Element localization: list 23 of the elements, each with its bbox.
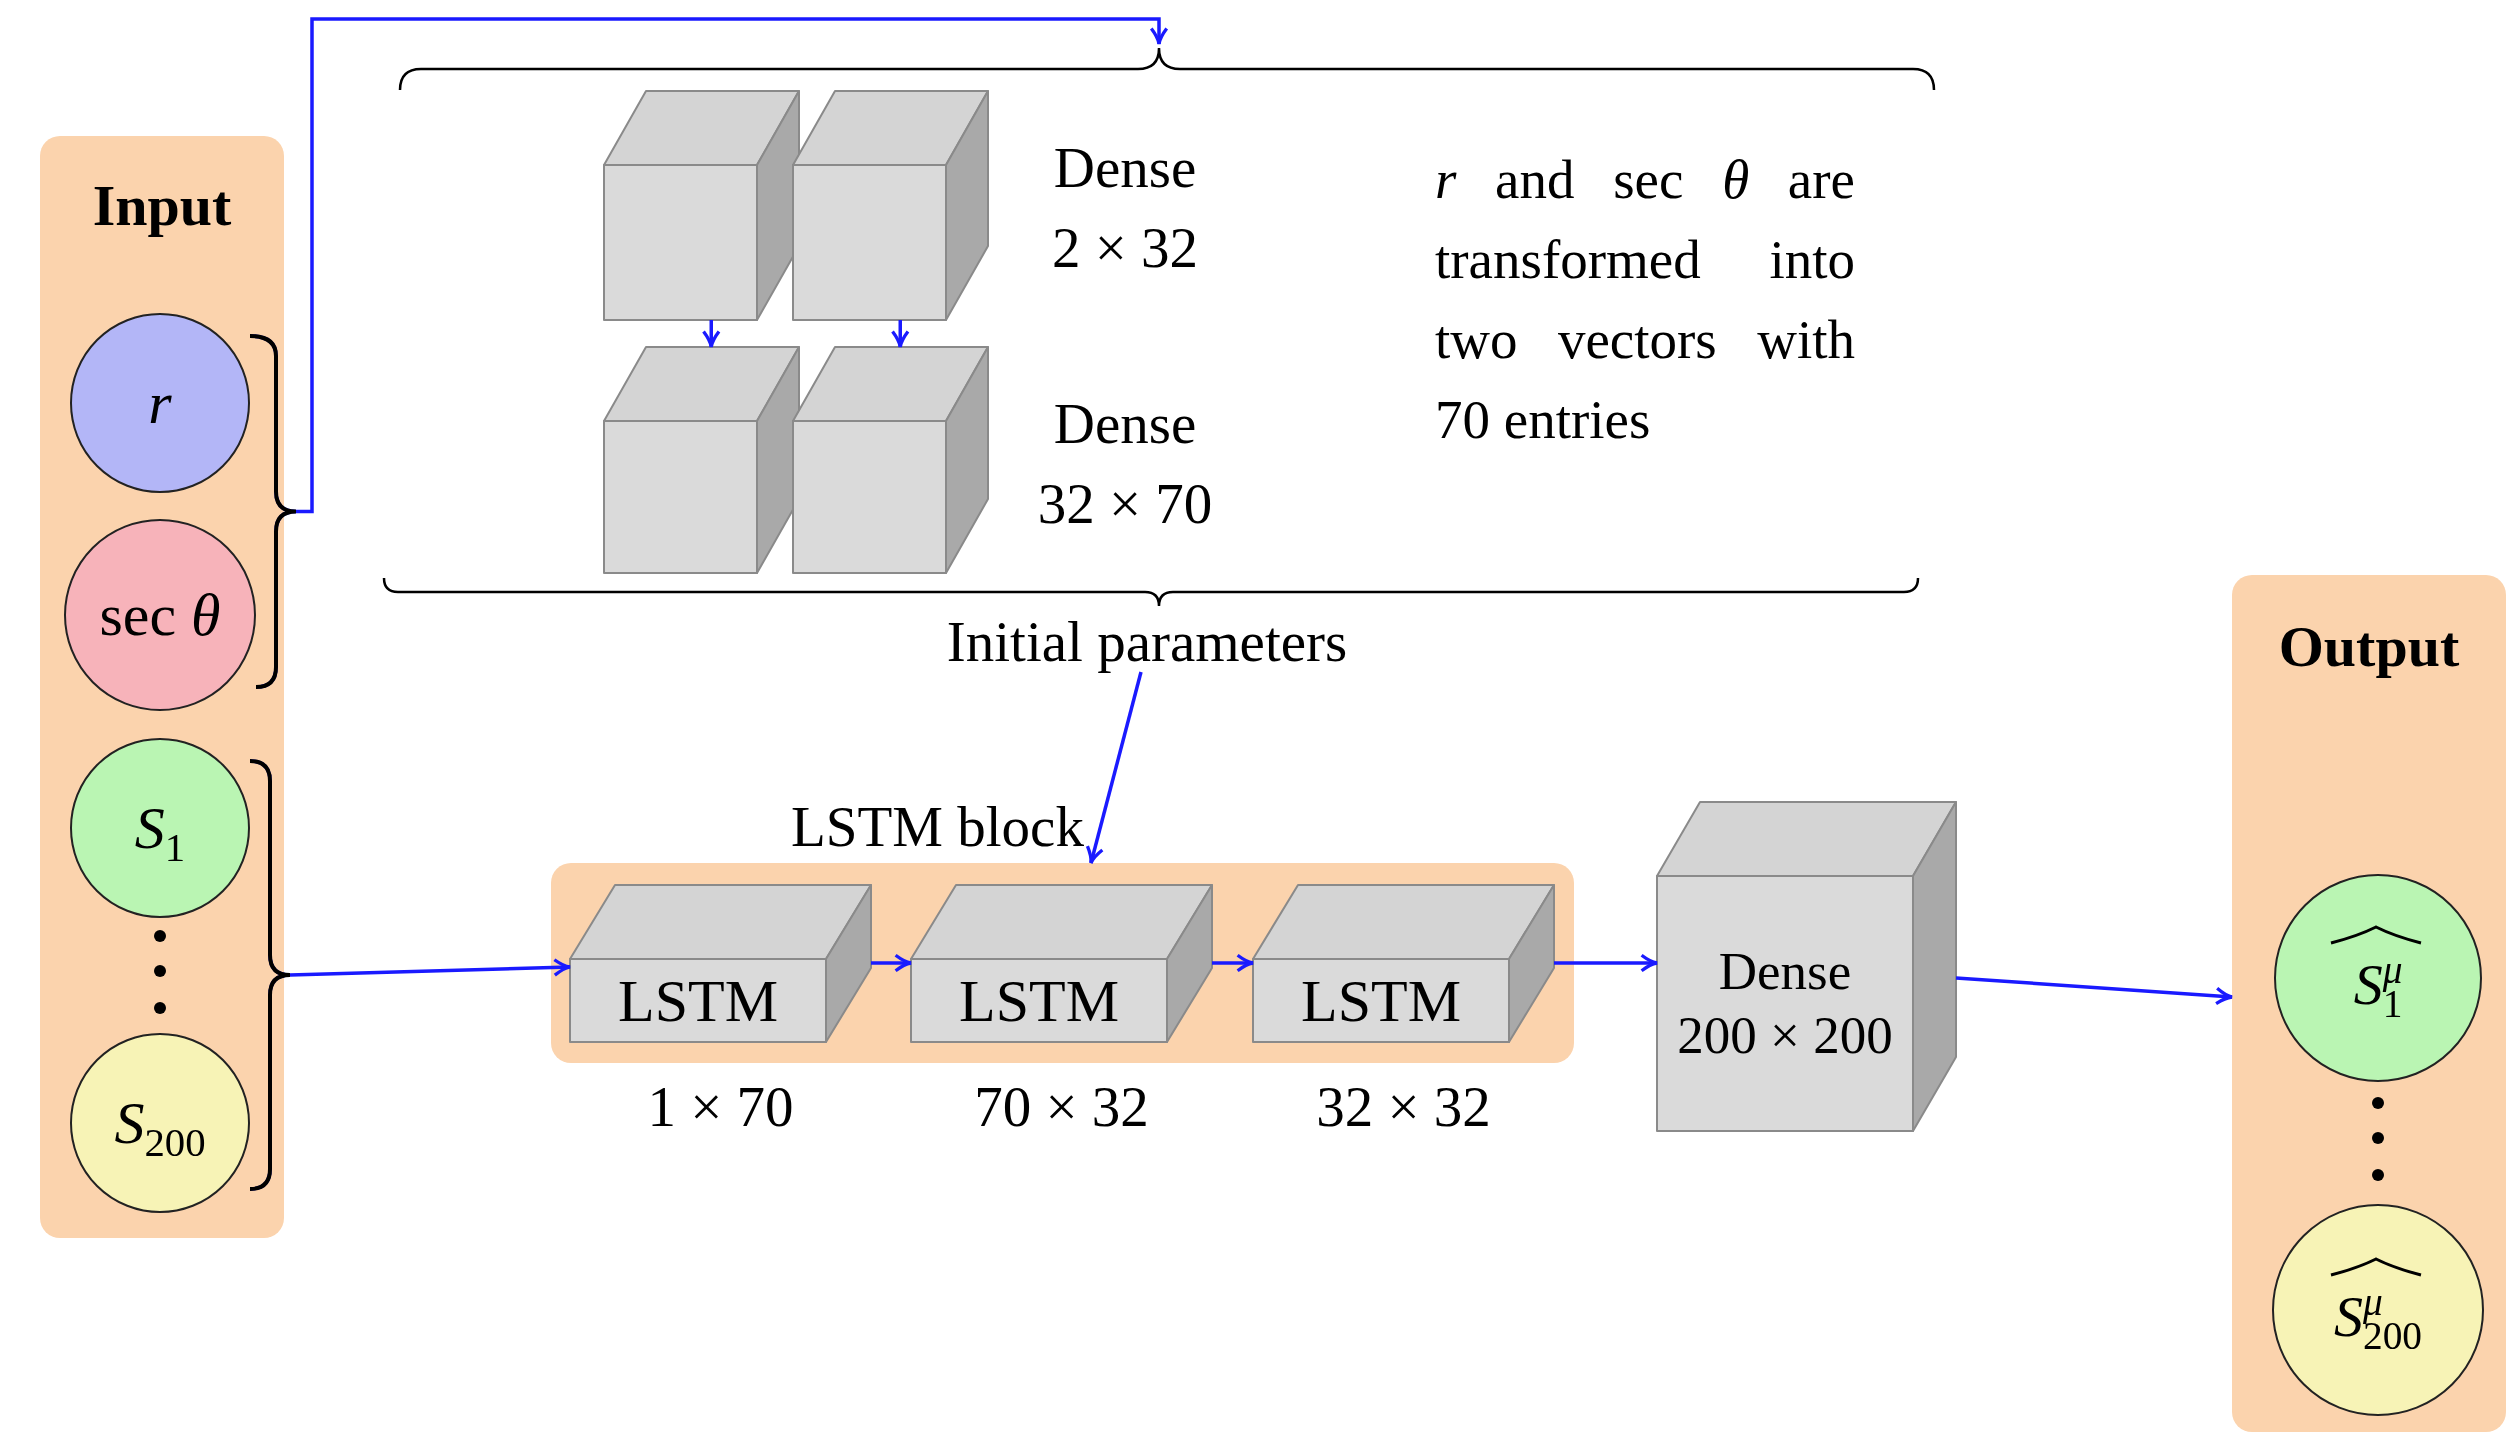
- dimension-label: 32 × 32: [1316, 1077, 1491, 1137]
- dimension-label: 32 × 70: [1037, 471, 1213, 537]
- layer-label: LSTM: [959, 966, 1119, 1036]
- block-title: LSTM block: [791, 797, 1084, 857]
- output-panel: [2232, 575, 2506, 1432]
- variable-label: S$_{1}$: [134, 793, 186, 863]
- dimension-label: Dense: [1053, 135, 1197, 201]
- panel-title: Input: [91, 174, 233, 238]
- variable-label: sec θ: [99, 580, 221, 650]
- layer-label: LSTM: [618, 966, 778, 1036]
- layer-label: LSTM: [1301, 966, 1461, 1036]
- dimension-label: Dense: [1053, 391, 1197, 457]
- dimension-label: 70 × 32: [974, 1077, 1149, 1137]
- layer-label: Dense: [1718, 940, 1852, 1002]
- layer-label: 200 × 200: [1677, 1004, 1893, 1066]
- group-label: Initial parameters: [945, 612, 1349, 672]
- dimension-label: 1 × 70: [647, 1077, 794, 1137]
- variable-label: S$_{200}$: [114, 1088, 206, 1158]
- dimension-label: 2 × 32: [1051, 215, 1199, 281]
- panel-title: Output: [2277, 615, 2461, 679]
- description-text: r and sec θ are transformed into two vectors with 70 entries: [1435, 148, 1855, 452]
- input-panel: [40, 136, 284, 1238]
- variable-label: r: [148, 368, 172, 438]
